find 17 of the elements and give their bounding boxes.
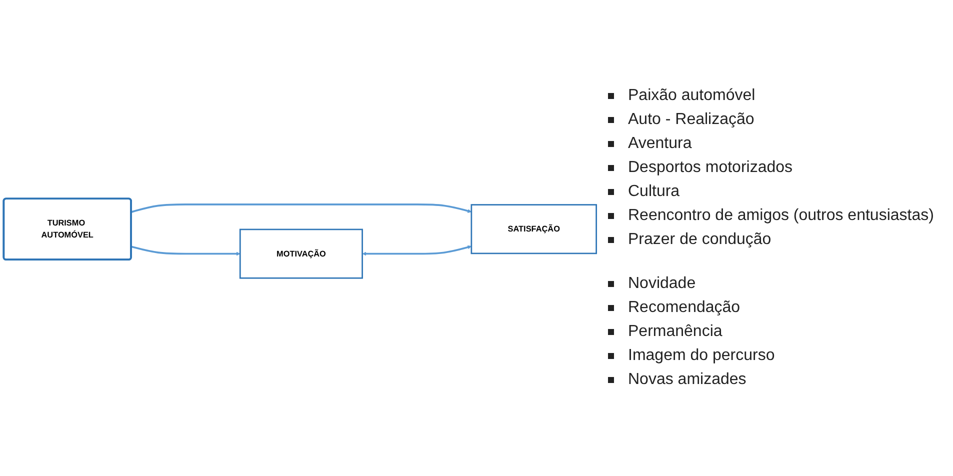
- list-item: Permanência: [628, 323, 722, 341]
- node-box: SATISFAÇÃO: [470, 204, 597, 254]
- arrow: [131, 245, 240, 256]
- list-item: Novidade: [628, 275, 696, 293]
- node-box: MOTIVAÇÃO: [239, 228, 363, 278]
- list-item: Novas amizades: [628, 371, 746, 389]
- list-item: Reencontro de amigos (outros entusiastas): [628, 207, 934, 225]
- list-item: Desportos motorizados: [628, 159, 793, 177]
- list-item: Prazer de condução: [628, 231, 772, 249]
- arrow: [130, 203, 472, 213]
- list-item: Aventura: [628, 135, 692, 153]
- list-item: Cultura: [628, 183, 680, 201]
- list-item: Paixão automóvel: [628, 87, 756, 105]
- list-item: Imagem do percurso: [628, 347, 775, 365]
- arrow: [362, 244, 472, 256]
- list-item: Auto - Realização: [628, 111, 754, 129]
- list-item: Recomendação: [628, 299, 740, 317]
